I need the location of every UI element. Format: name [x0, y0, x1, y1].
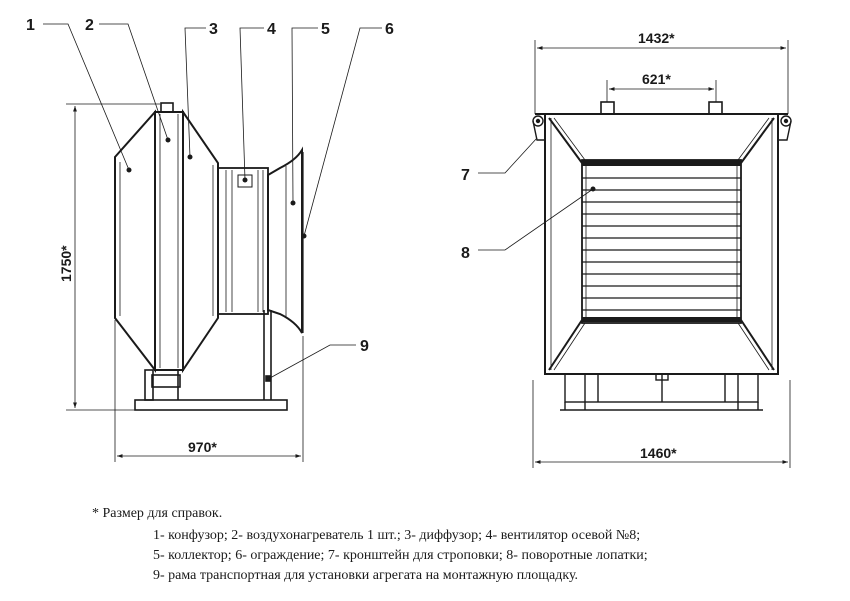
- dim-hook-spacing: 621*: [642, 71, 671, 87]
- legend-line-2: 5- коллектор; 6- ограждение; 7- кронштей…: [153, 548, 648, 563]
- hook-spacing-dimension: [606, 80, 717, 102]
- legend-line-1: 1- конфузор; 2- воздухонагреватель 1 шт.…: [153, 528, 641, 543]
- legend-line-3: 9- рама транспортная для установки агрег…: [153, 568, 579, 583]
- side-width-dimension: [114, 320, 304, 462]
- label-3: 3: [209, 21, 218, 38]
- dim-top-width: 1432*: [638, 30, 675, 46]
- label-7: 7: [461, 167, 470, 184]
- technical-drawing: 1 2 3 4 5 6 7 8 9 1750* 970* 1432* 621* …: [26, 17, 792, 468]
- label-1: 1: [26, 17, 35, 34]
- bottom-width-dimension: [532, 380, 791, 468]
- side-view: [114, 102, 307, 411]
- leaders-side: [43, 23, 382, 379]
- air-heater: [154, 111, 184, 371]
- diffuser: [182, 108, 219, 374]
- louver-blades: [582, 177, 741, 311]
- reference-note: * Размер для справок.: [92, 506, 223, 521]
- front-view: [532, 101, 792, 411]
- dim-side-width: 970*: [188, 439, 217, 455]
- label-6: 6: [385, 21, 394, 38]
- dim-bottom-width: 1460*: [640, 445, 677, 461]
- label-9: 9: [360, 338, 369, 355]
- dim-height: 1750*: [58, 245, 74, 282]
- collector: [267, 146, 303, 334]
- label-4: 4: [267, 21, 276, 38]
- label-5: 5: [321, 21, 330, 38]
- transport-frame: [134, 310, 288, 411]
- top-width-dimension: [534, 40, 789, 114]
- lifting-bracket: [532, 115, 792, 141]
- label-8: 8: [461, 245, 470, 262]
- front-frame: [560, 373, 763, 411]
- label-2: 2: [85, 17, 94, 34]
- axial-fan: [217, 167, 269, 315]
- leaders-front: [478, 137, 594, 251]
- height-dimension: [66, 103, 160, 411]
